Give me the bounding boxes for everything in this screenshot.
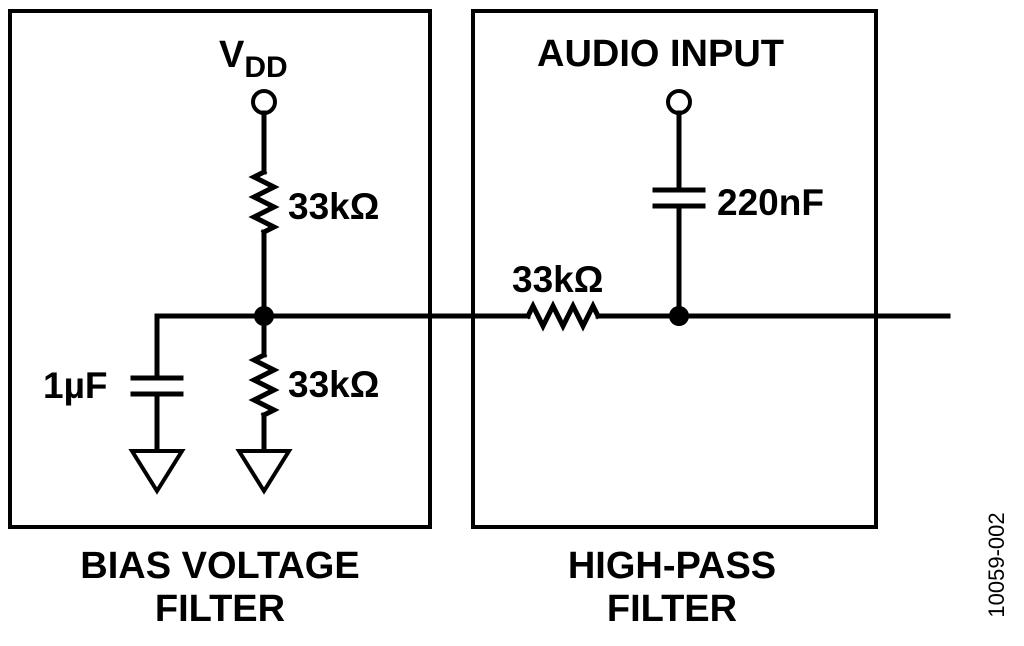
high-pass-filter-box bbox=[471, 9, 878, 529]
lower-resistor bbox=[248, 351, 280, 419]
series-resistor-label: 33kΩ bbox=[512, 259, 603, 300]
bias-voltage-filter-box bbox=[8, 9, 432, 529]
junction-dot-bias bbox=[254, 306, 274, 326]
bias-caption-line1: BIAS VOLTAGE bbox=[80, 545, 359, 587]
lower-resistor-label: 33kΩ bbox=[288, 364, 379, 405]
ground-symbol-left bbox=[128, 449, 186, 495]
series-resistor bbox=[524, 300, 602, 332]
figure-id: 10059-002 bbox=[984, 512, 1009, 617]
vdd-label: VDD bbox=[219, 34, 288, 84]
highpass-caption-line1: HIGH-PASS bbox=[568, 545, 776, 587]
upper-resistor-label: 33kΩ bbox=[288, 186, 379, 227]
junction-dot-highpass bbox=[669, 306, 689, 326]
bias-caption-line2: FILTER bbox=[155, 588, 285, 630]
ground-symbol-right bbox=[235, 449, 293, 495]
capacitor-1uf-label: 1µF bbox=[43, 365, 108, 406]
capacitor-220nf-label: 220nF bbox=[717, 182, 824, 223]
vdd-terminal bbox=[251, 89, 277, 115]
highpass-caption-line2: FILTER bbox=[607, 588, 737, 630]
upper-resistor bbox=[248, 168, 280, 236]
audio-input-label: AUDIO INPUT bbox=[537, 33, 784, 75]
audio-input-terminal bbox=[666, 89, 692, 115]
capacitor-branch-wire bbox=[154, 313, 267, 377]
